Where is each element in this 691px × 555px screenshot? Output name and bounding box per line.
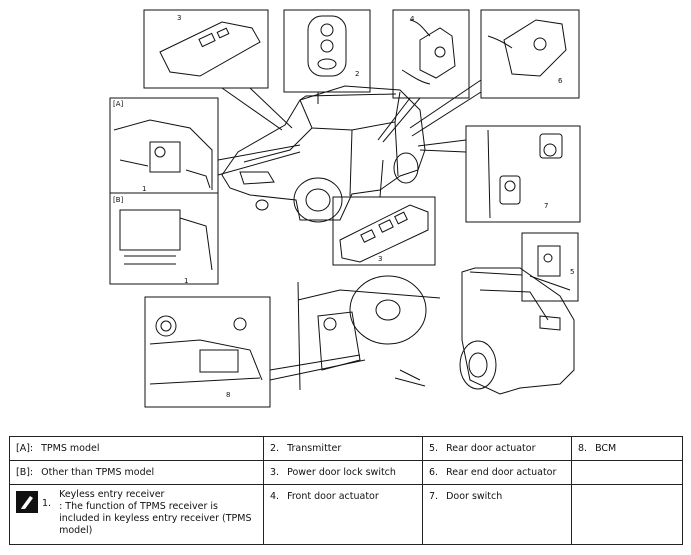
legend-num-3: 3. <box>270 467 280 478</box>
legend-label-b: [B]: <box>16 467 34 478</box>
legend-note-line: included in keyless entry receiver (TPMS <box>59 513 252 524</box>
callout-5: 5 <box>570 268 574 276</box>
legend-row: [B]: Other than TPMS model 3. Power door l… <box>9 460 683 485</box>
callout-1b: 1 <box>184 277 188 285</box>
tag-b: [B] <box>113 196 124 204</box>
legend-cell: 4. Front door actuator <box>263 484 423 545</box>
component-location-diagram: 3 2 4 6 [A] 1 [B] 1 7 3 5 8 <box>109 9 581 408</box>
legend-text-tpms: TPMS model <box>41 443 100 454</box>
legend-cell: 3. Power door lock switch <box>263 460 423 485</box>
legend-num-5: 5. <box>429 443 439 454</box>
pen-icon <box>21 496 33 509</box>
legend-cell: 8. BCM <box>571 436 683 461</box>
legend-cell: 7. Door switch <box>422 484 572 545</box>
legend-text-keyless-entry-receiver: Keyless entry receiver <box>59 489 165 500</box>
legend-cell: [B]: Other than TPMS model <box>9 460 264 485</box>
legend-text-rear-end-door-actuator: Rear end door actuator <box>446 467 557 478</box>
legend-cell: 2. Transmitter <box>263 436 423 461</box>
legend-cell: 5. Rear door actuator <box>422 436 572 461</box>
legend-num-6: 6. <box>429 467 439 478</box>
legend-text-door-switch: Door switch <box>446 491 503 502</box>
diagram-svg: 3 2 4 6 [A] 1 [B] 1 7 3 5 8 <box>109 9 581 408</box>
legend-cell: [A]: TPMS model <box>9 436 264 461</box>
tag-a: [A] <box>113 100 124 108</box>
legend-num-7: 7. <box>429 491 439 502</box>
callout-4: 4 <box>410 15 415 23</box>
legend-num-4: 4. <box>270 491 280 502</box>
inset-receiver <box>109 97 219 285</box>
legend-note-line: model) <box>59 525 93 536</box>
inset-power-switch-door <box>332 196 436 266</box>
inset-power-switch-top <box>143 9 269 89</box>
legend-num-1: 1. <box>42 498 52 509</box>
inset-rear-end-actuator <box>521 232 579 302</box>
legend-text-rear-door-actuator: Rear door actuator <box>446 443 536 454</box>
inset-door-switch <box>465 125 581 223</box>
legend-num-8: 8. <box>578 443 588 454</box>
callout-2: 2 <box>355 70 359 78</box>
legend-label-a: [A]: <box>16 443 34 454</box>
callout-3b: 3 <box>378 255 382 263</box>
legend-text-transmitter: Transmitter <box>287 443 342 454</box>
legend-row: 1. Keyless entry receiver : The function… <box>9 484 683 545</box>
legend-cell <box>571 484 683 545</box>
callout-3a: 3 <box>177 14 181 22</box>
legend-text-front-door-actuator: Front door actuator <box>287 491 379 502</box>
inset-bcm <box>144 296 271 408</box>
legend-cell: 1. Keyless entry receiver : The function… <box>9 484 264 545</box>
note-icon <box>16 491 38 513</box>
inset-front-door-actuator <box>392 9 470 99</box>
callout-1a: 1 <box>142 185 146 193</box>
inset-rear-door-actuator <box>480 9 580 99</box>
inset-transmitter <box>283 9 371 93</box>
callout-7: 7 <box>544 202 548 210</box>
legend-cell <box>571 460 683 485</box>
legend-text-bcm: BCM <box>595 443 617 454</box>
legend-cell: 6. Rear end door actuator <box>422 460 572 485</box>
legend-table: [A]: TPMS model 2. Transmitter 5. Rear door… <box>9 436 683 545</box>
legend-text-power-door-lock-switch: Power door lock switch <box>287 467 396 478</box>
legend-text-other: Other than TPMS model <box>41 467 155 478</box>
legend-num-2: 2. <box>270 443 280 454</box>
callout-8: 8 <box>226 391 230 399</box>
callout-6: 6 <box>558 77 563 85</box>
legend-note-line: : The function of TPMS receiver is <box>59 501 218 512</box>
legend-row: [A]: TPMS model 2. Transmitter 5. Rear door… <box>9 436 683 461</box>
